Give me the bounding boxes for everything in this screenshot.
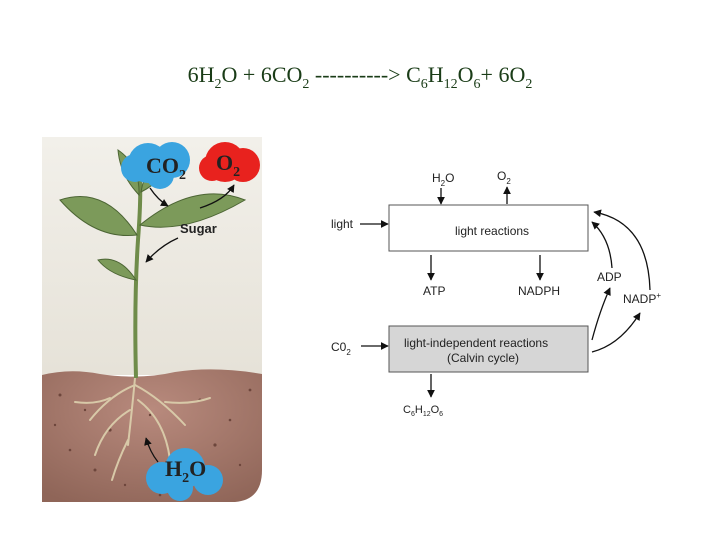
eq-oxygen: 6O [498,62,526,87]
eq-co2-sub: 2 [302,77,310,92]
svg-text:O2: O2 [497,169,511,186]
h2o-input-label: H [432,171,441,185]
eq-glucose-h-sub: 12 [443,77,458,92]
svg-text:H2O: H2O [165,456,206,486]
co2-input-label: C0 [331,340,347,354]
eq-water-end: O [221,62,238,87]
h2o-input-sub: 2 [441,179,446,188]
co2-bubble: CO2 [121,142,190,189]
photosynthesis-equation: 6H2O + 6CO2 ----------> C6H12O6+ 6O2 [0,62,720,92]
flow-diagram: H2O O2 light reactions light ATP NADPH A… [331,169,661,418]
calvin-to-adp-arrow [591,287,611,341]
eq-glucose-o-sub: 6 [473,77,481,92]
eq-glucose-o: O [457,62,474,87]
glucose-o-sub: 6 [439,411,443,418]
o2-bubble-sub: 2 [233,165,240,180]
eq-water: 6H [187,62,215,87]
svg-text:O2: O2 [216,150,240,180]
sugar-arrow [145,237,179,263]
h2o-bubble-sub: 2 [182,471,189,486]
plant-illustration: CO2 O2 Sugar H2O [42,137,262,502]
adp-label: ADP [597,270,622,284]
atp-label: ATP [423,284,445,298]
svg-text:NADP+: NADP+ [623,291,661,306]
co2-input-sub: 2 [346,348,351,357]
glucose-h: H [415,404,423,416]
calvin-line1: light-independent reactions [404,336,548,350]
sugar-label: Sugar [180,221,217,236]
h2o-bubble-end: O [189,456,206,481]
nadp-sup: + [656,291,661,300]
leaf-to-o2-arrow [199,184,235,209]
svg-text:C02: C02 [331,340,351,357]
o2-output-sub: 2 [506,177,511,186]
co2-bubble-text: CO [146,153,179,178]
o2-bubble-text: O [216,150,233,175]
nadp-label: NADP [623,292,656,306]
eq-water-sub: 2 [214,77,222,92]
h2o-bubble-text: H [165,456,182,481]
water-to-root-arrow [144,437,159,463]
eq-glucose-c-sub: 6 [420,77,428,92]
eq-glucose-c: C [406,62,421,87]
eq-arrow: ----------> [314,62,401,87]
co2-to-leaf-arrow [149,187,169,207]
eq-glucose-h: H [427,62,444,87]
glucose-c: C [403,404,411,416]
calvin-cycle-box [388,325,589,373]
o2-bubble: O2 [199,142,260,182]
o2-output-label: O [497,169,506,183]
glucose-h-sub: 12 [423,411,431,418]
svg-text:H2O: H2O [432,171,454,188]
h2o-bubble: H2O [146,448,223,501]
glucose-c-sub: 6 [411,411,415,418]
nadp-recycle-arrow [593,209,651,291]
roots [74,377,211,481]
eq-plus-2: + [480,62,493,87]
stem [133,179,143,379]
svg-text:CO2: CO2 [146,153,186,183]
svg-text:C6H12O6: C6H12O6 [403,404,443,418]
eq-plus-1: + [242,62,256,87]
adp-recycle-arrow [591,221,613,269]
calvin-line2: (Calvin cycle) [447,351,519,365]
light-reactions-label: light reactions [455,224,529,238]
light-input-label: light [331,217,354,231]
glucose-o: O [431,404,440,416]
calvin-to-nadp-arrow [591,312,641,353]
eq-oxygen-sub: 2 [525,77,533,92]
h2o-input-end: O [445,171,454,185]
light-reactions-box [388,204,589,252]
nadph-label: NADPH [518,284,560,298]
co2-bubble-sub: 2 [179,168,186,183]
eq-co2: 6CO [260,62,303,87]
